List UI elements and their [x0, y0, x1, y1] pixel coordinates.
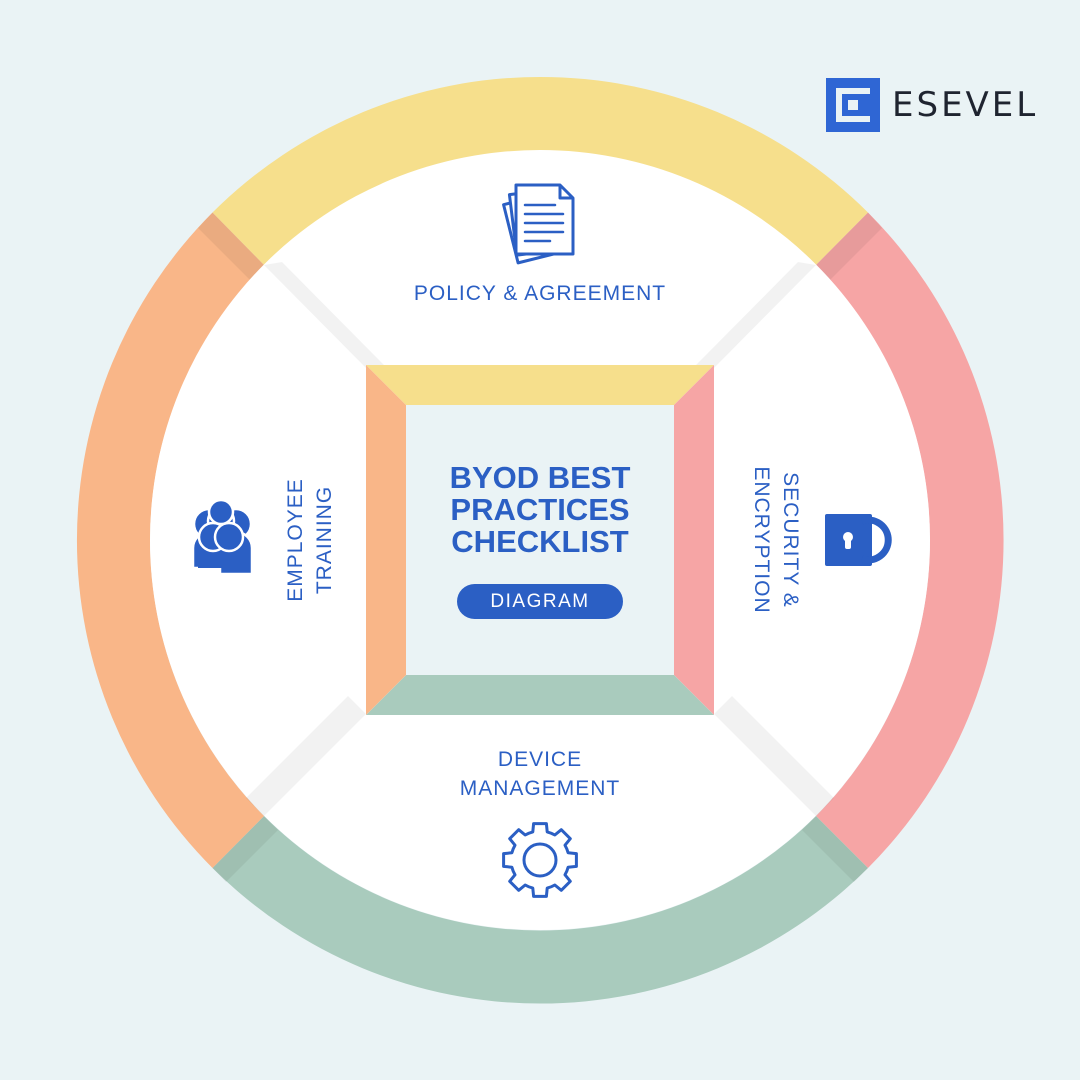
segment-label-bottom-line-1: DEVICE	[497, 748, 583, 771]
people-icon	[191, 498, 254, 576]
segment-label-right: SECURITY & ENCRYPTION	[747, 410, 805, 670]
brand-logo: ESEVEL	[826, 78, 1038, 132]
center-panel	[406, 405, 674, 675]
frame-left	[366, 365, 406, 715]
frame-right	[674, 365, 714, 715]
ring-segment-bottom	[212, 816, 868, 1004]
frame-top	[366, 365, 714, 405]
diagram-badge: DIAGRAM	[457, 584, 623, 619]
segment-label-bottom-line-2: MANAGEMENT	[459, 777, 621, 800]
segment-label-left-line-1: EMPLOYEE	[284, 478, 307, 602]
gear-icon	[502, 822, 578, 898]
logo-mark-icon	[826, 78, 880, 132]
segment-label-right-line-1: SECURITY &	[779, 472, 802, 608]
segment-label-top: POLICY & AGREEMENT	[413, 282, 667, 305]
ring-segment-left	[76, 212, 265, 868]
frame-bottom	[366, 675, 714, 715]
diagram-title: BYOD BEST PRACTICES CHECKLIST	[405, 462, 675, 558]
segment-label-left-line-2: TRAINING	[313, 485, 336, 595]
diagram-title-line-1: BYOD BEST	[449, 460, 631, 495]
diagram-title-line-3: CHECKLIST	[451, 524, 629, 559]
brand-name: ESEVEL	[892, 85, 1039, 125]
panel-dividers	[246, 262, 834, 816]
segment-label-right-line-2: ENCRYPTION	[750, 466, 773, 614]
documents-icon	[502, 183, 575, 265]
diagram-title-line-2: PRACTICES	[450, 492, 630, 527]
padlock-icon	[825, 514, 892, 566]
segment-label-left: EMPLOYEE TRAINING	[281, 410, 339, 670]
ring-segment-top	[212, 76, 868, 265]
ring-segment-right	[816, 212, 1004, 868]
segment-label-bottom: DEVICE MANAGEMENT	[390, 745, 690, 803]
